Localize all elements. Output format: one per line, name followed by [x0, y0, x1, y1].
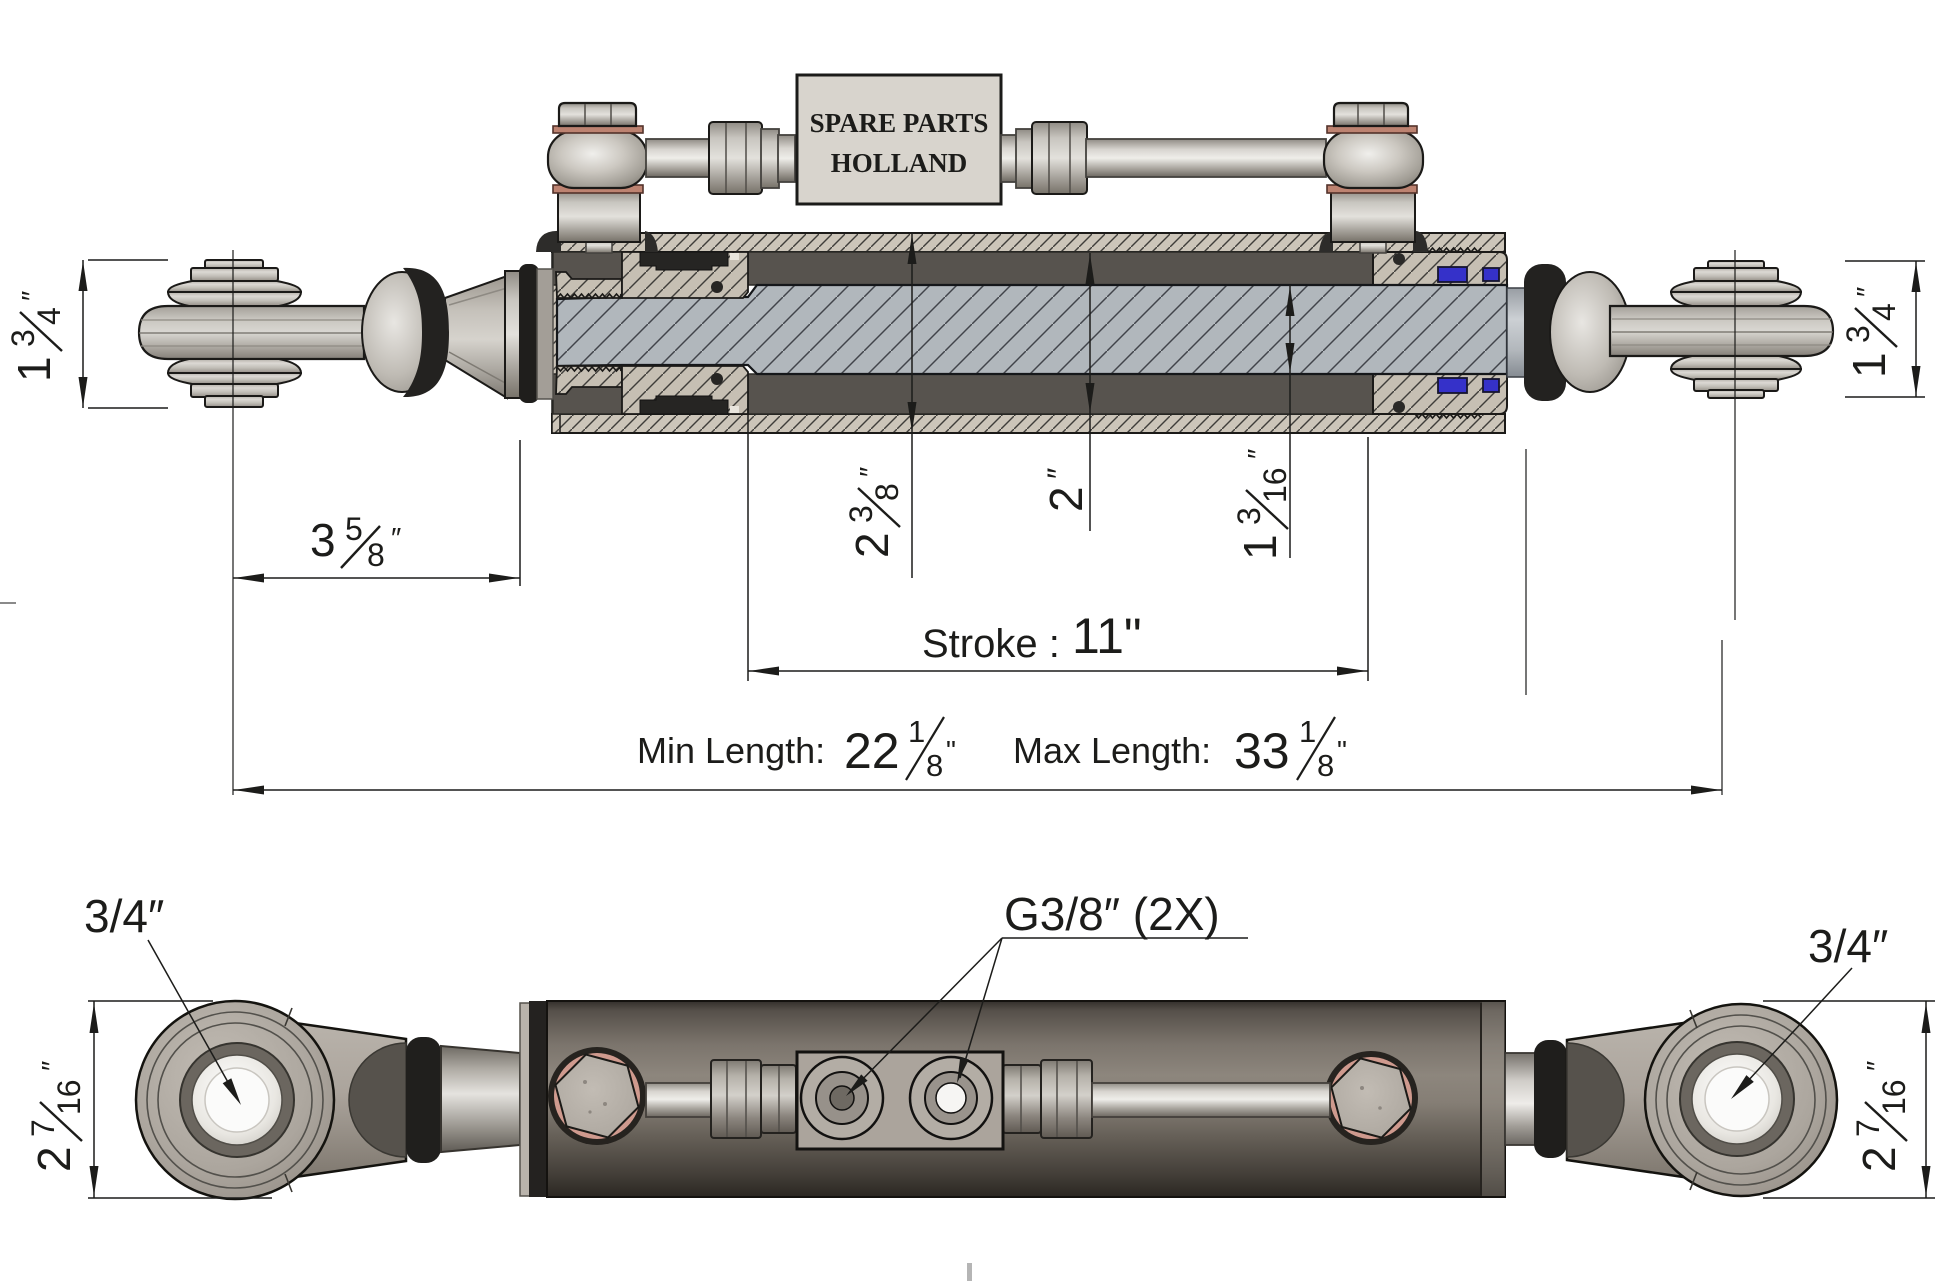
svg-text:16: 16 [51, 1079, 87, 1115]
svg-text:": " [946, 735, 956, 766]
svg-text:": " [1337, 735, 1347, 766]
svg-text:″: ″ [855, 467, 887, 477]
svg-text:3: 3 [1840, 325, 1876, 343]
svg-text:3: 3 [843, 505, 879, 523]
svg-text:16: 16 [1257, 467, 1293, 503]
svg-text:HOLLAND: HOLLAND [831, 148, 968, 178]
svg-text:7: 7 [25, 1119, 61, 1137]
svg-text:33: 33 [1234, 723, 1290, 779]
svg-text:1: 1 [1843, 352, 1895, 378]
svg-text:8: 8 [367, 537, 385, 573]
svg-text:2: 2 [1040, 486, 1092, 512]
svg-text:8: 8 [926, 748, 943, 783]
svg-text:1: 1 [1234, 534, 1286, 560]
svg-text:″: ″ [1852, 287, 1884, 297]
svg-text:Min Length:: Min Length: [637, 730, 825, 771]
svg-text:Max Length:: Max Length: [1013, 730, 1211, 771]
svg-text:3/4″: 3/4″ [84, 890, 164, 942]
svg-text:1: 1 [8, 356, 60, 382]
svg-text:″: ″ [391, 523, 401, 555]
svg-text:Stroke :: Stroke : [922, 622, 1060, 666]
svg-text:11": 11" [1072, 608, 1142, 664]
svg-text:2: 2 [846, 532, 898, 558]
svg-text:8: 8 [869, 483, 905, 501]
svg-text:2: 2 [1853, 1146, 1905, 1172]
svg-text:1: 1 [1299, 714, 1316, 749]
svg-text:G3/8″ (2X): G3/8″ (2X) [1004, 888, 1220, 940]
svg-text:SPARE PARTS: SPARE PARTS [810, 108, 989, 138]
svg-text:16: 16 [1876, 1079, 1912, 1115]
svg-text:1: 1 [908, 714, 925, 749]
svg-text:4: 4 [31, 307, 67, 325]
svg-text:3: 3 [5, 329, 41, 347]
svg-text:22: 22 [844, 723, 900, 779]
svg-text:″: ″ [1862, 1061, 1894, 1071]
svg-text:3: 3 [1231, 507, 1267, 525]
svg-text:″: ″ [37, 1061, 69, 1071]
svg-text:5: 5 [345, 511, 363, 547]
svg-text:″: ″ [17, 291, 49, 301]
svg-text:3: 3 [310, 514, 336, 566]
svg-text:3/4″: 3/4″ [1808, 920, 1888, 972]
svg-text:2: 2 [28, 1146, 80, 1172]
svg-text:8: 8 [1317, 748, 1334, 783]
svg-text:7: 7 [1850, 1119, 1886, 1137]
svg-text:″: ″ [1243, 449, 1275, 459]
svg-text:4: 4 [1866, 303, 1902, 321]
svg-text:″: ″ [1041, 468, 1077, 479]
